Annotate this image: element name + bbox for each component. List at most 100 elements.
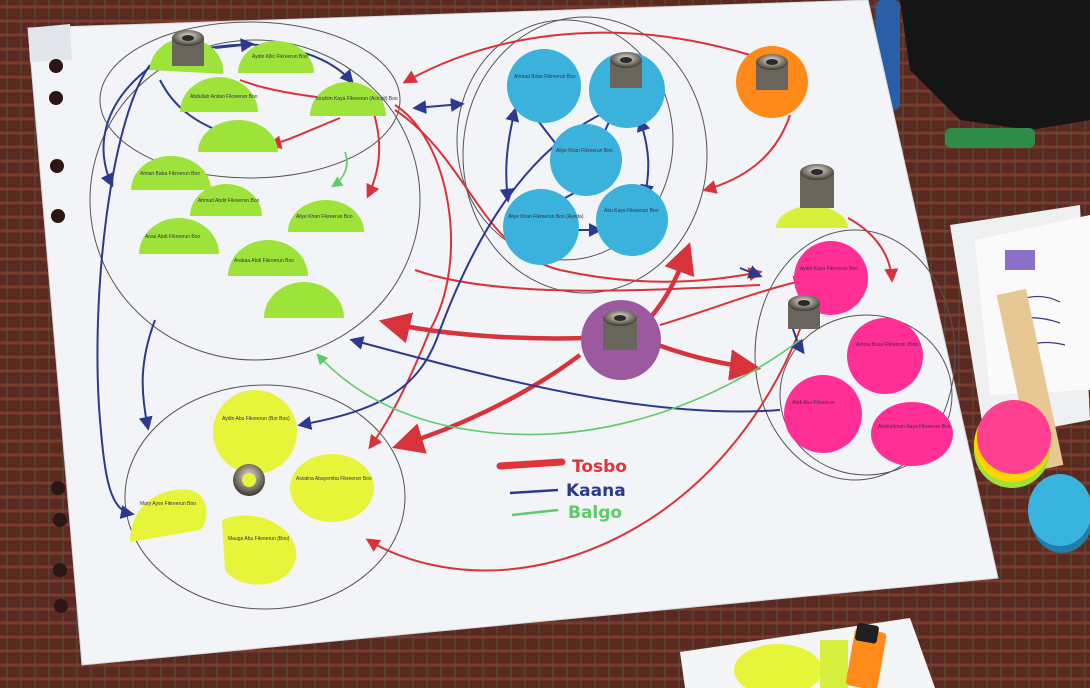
- washer-stack: [610, 52, 642, 88]
- green-sticker: [139, 218, 219, 254]
- green-sticker-group: [131, 37, 386, 318]
- sticker-label: Ibrahim Kaya Fikreerun (Aciogli) Boo: [316, 96, 398, 102]
- washer-single: [233, 464, 265, 496]
- green-sticker: [228, 240, 308, 276]
- blue-sticker: [589, 52, 665, 128]
- legend-swatch-balgo: [511, 508, 559, 517]
- pink-sticker-labels: Aydin Kaya Fikreerun Boo Amina Bosa Fikr…: [792, 266, 951, 430]
- red-arrow-thick: [648, 242, 695, 320]
- legend-swatch-kaana: [509, 488, 559, 495]
- green-sticker-small: [776, 206, 848, 228]
- red-arrow-thick: [391, 353, 582, 454]
- red-arrow: [847, 217, 899, 283]
- washer-stack: [756, 54, 788, 90]
- group-outlines: [89, 16, 956, 610]
- washer-stacks: [172, 30, 834, 496]
- blue-sticker: [550, 124, 622, 196]
- blue-arrow: [412, 97, 465, 115]
- green-sticker: [238, 41, 314, 73]
- red-arrow: [659, 275, 808, 326]
- red-arrows: [239, 31, 899, 572]
- sticker-label: Aydin Kilic Fikreerun Boo: [252, 54, 308, 60]
- blue-sticker: [503, 189, 579, 265]
- sticker-label: Mary Ayse Fikreerun Boo: [140, 501, 196, 507]
- blue-sticker-labels: Ahmad Bobe Fikreerun Boo Aliye Khan Fikr…: [508, 74, 659, 220]
- blue-arrow: [499, 107, 520, 203]
- blue-arrow: [96, 64, 151, 519]
- washer-stack: [788, 295, 820, 329]
- sticker-label: Aliye Khan Fikreerun Boo (Ayeda): [508, 214, 584, 220]
- red-arrow-thick: [378, 312, 586, 344]
- legend: Tosbo Kaana Balgo: [496, 457, 627, 523]
- blue-arrow: [214, 38, 255, 53]
- paper-corner-fold: [28, 24, 72, 62]
- sticker-label: Amina Bosa Fikreerun (Boo): [856, 342, 919, 348]
- legend-label-kaana: Kaana: [566, 481, 626, 501]
- blue-arrow: [349, 336, 781, 413]
- green-arrows: [316, 151, 801, 436]
- yellow-sticker: [290, 454, 374, 522]
- pink-sticker: [847, 318, 923, 394]
- yellow-sticker-labels: Aydin Abu Fikreerun (Bor Boo) Mary Ayse …: [140, 416, 372, 542]
- sticker-label: Aliye Khan Fikreerun Boo: [296, 214, 353, 220]
- sticker-label: Arabaa Abdi Fikreerun Boo: [234, 258, 294, 264]
- blue-arrow: [138, 319, 156, 431]
- blue-arrow: [100, 59, 161, 188]
- sticker-label: Asiatina Abayemba Fikreerun Boo: [296, 476, 372, 482]
- purple-sticker-pad: [1005, 250, 1035, 270]
- yellow-sticker: [130, 489, 207, 542]
- sticker-label: Abdullah Arslan Fikreerun Boo: [190, 94, 258, 100]
- blue-sticker-group: [503, 49, 668, 265]
- green-sticker-labels: Aydin Kilic Fikreerun Boo Ibrahim Kaya F…: [140, 54, 398, 264]
- legend-swatch-tosbo: [496, 458, 566, 470]
- sticker-label: Anas Abdi Fikreerun Boo: [145, 234, 201, 240]
- sticker-label: Mauga Abu Fikreerun (Boo): [228, 536, 290, 542]
- red-arrow: [365, 299, 811, 572]
- sticker-label: Ahmad Bobe Fikreerun Boo: [514, 74, 576, 80]
- washer-stack: [800, 164, 834, 208]
- pink-sticker: [871, 402, 953, 466]
- sticker-label: Aydin Abu Fikreerun (Bor Boo): [222, 416, 290, 422]
- red-arrow: [402, 31, 751, 84]
- red-arrow: [368, 104, 453, 450]
- green-sticker: [131, 156, 211, 190]
- blue-arrow: [297, 109, 611, 430]
- washer-stack: [603, 310, 637, 350]
- sticker-label: Abdi Abu Fikreerun: [792, 400, 835, 406]
- red-arrows-thick: [378, 242, 762, 454]
- sticker-label: Abu Kaya Fikreerun Boo: [604, 208, 659, 214]
- green-marker: [945, 128, 1035, 148]
- red-arrow: [702, 114, 791, 194]
- legend-label-balgo: Balgo: [568, 503, 622, 523]
- yellow-sticker: [222, 515, 297, 585]
- red-arrow-thick: [657, 342, 762, 381]
- green-arrow: [316, 339, 801, 436]
- green-sticker: [288, 200, 364, 232]
- blue-sticker: [507, 49, 581, 123]
- pink-sticker-group: [784, 241, 953, 466]
- sticker-stack: [974, 400, 1090, 553]
- green-sticker: [310, 82, 386, 116]
- blue-arrow: [739, 265, 763, 279]
- sticker-label: Ahmad Abdir Fikreerun Boo: [198, 198, 260, 204]
- green-arrow: [331, 151, 348, 188]
- green-sticker: [198, 120, 278, 152]
- sticker-label: Abdirahman Kaya Fikreerun Boo: [878, 424, 951, 430]
- green-sticker: [264, 282, 344, 318]
- yellow-sticker-group: [130, 390, 374, 585]
- black-bag: [900, 0, 1090, 130]
- punch-holes: [49, 59, 68, 613]
- red-arrow: [414, 269, 761, 292]
- legend-label-tosbo: Tosbo: [572, 457, 627, 477]
- sticker-label: Aydin Kaya Fikreerun Boo: [800, 266, 858, 272]
- pink-sticker: [784, 375, 862, 453]
- washer-stack: [172, 30, 204, 66]
- green-sticker: [190, 184, 262, 216]
- green-sticker: [180, 77, 258, 112]
- yellow-sticker: [213, 390, 297, 474]
- sticker-label: Aiman Baba Fikreerun Boo: [140, 171, 200, 177]
- sticker-label: Aliye Khan Fikreerun Boo: [556, 148, 613, 154]
- bottom-paper: [680, 618, 935, 688]
- red-arrow: [394, 109, 763, 283]
